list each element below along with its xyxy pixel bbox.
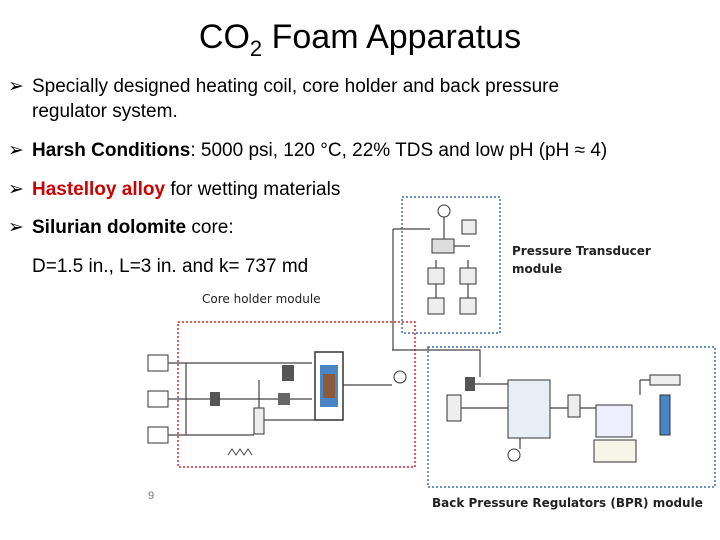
bpr-panel-icon [507,379,551,439]
beaker-icon [595,404,633,438]
arrow-bullet-icon: ➢ [8,217,24,238]
valve-icon [210,392,220,406]
valve-icon [431,238,455,254]
bullet-2: ➢Harsh Conditions: 5000 psi, 120 °C, 22%… [8,140,608,161]
bullet-3: ➢Hastelloy alloy for wetting materials [8,179,341,200]
pt-module-label-2: module [512,262,563,276]
bullet-4: ➢Silurian dolomite core: [8,217,234,238]
bpr-module-label: Back Pressure Regulators (BPR) module [432,496,703,510]
pt-piping [392,217,470,350]
core-spec: D=1.5 in., L=3 in. and k= 737 md [32,256,309,277]
transducer-icon [459,267,477,285]
core-piping [186,362,392,436]
bpr-box [427,346,716,488]
arrow-bullet-icon: ➢ [8,179,24,200]
display-icon [649,374,681,386]
pump-icon [147,426,169,444]
slide-title: CO2 Foam Apparatus [198,18,522,61]
valve-icon [278,393,290,405]
pt-module-label-1: Pressure Transducer [512,244,651,258]
valve-icon [465,377,475,391]
arrow-bullet-icon: ➢ [8,140,24,161]
pump-lines [168,362,218,436]
transducer-icon [459,297,477,315]
gauge-icon [437,204,451,218]
core-sample [323,374,335,398]
arrow-bullet-icon: ➢ [8,76,24,97]
gauge-icon [507,448,521,462]
bullet-1-cont: regulator system. [32,101,178,122]
valve-icon [567,394,581,418]
page-number: 9 [148,490,155,502]
pump-icon [147,354,169,372]
bullet-1: ➢Specially designed heating coil, core h… [8,76,560,97]
coil-icon [227,448,253,456]
transducer-icon [461,219,477,235]
balance-icon [593,439,637,463]
core-holder-label: Core holder module [202,292,321,306]
transducer-icon [427,267,445,285]
cylinder-icon [659,394,671,436]
transducer-icon [427,297,445,315]
filter-icon [253,407,265,435]
pump-icon [147,390,169,408]
pressure-transducer-box [401,196,501,334]
gauge-icon [393,370,407,384]
valve-icon [282,365,294,381]
core-holder-box [177,321,416,468]
bpr-piping [392,349,650,449]
filter-icon [446,394,462,422]
